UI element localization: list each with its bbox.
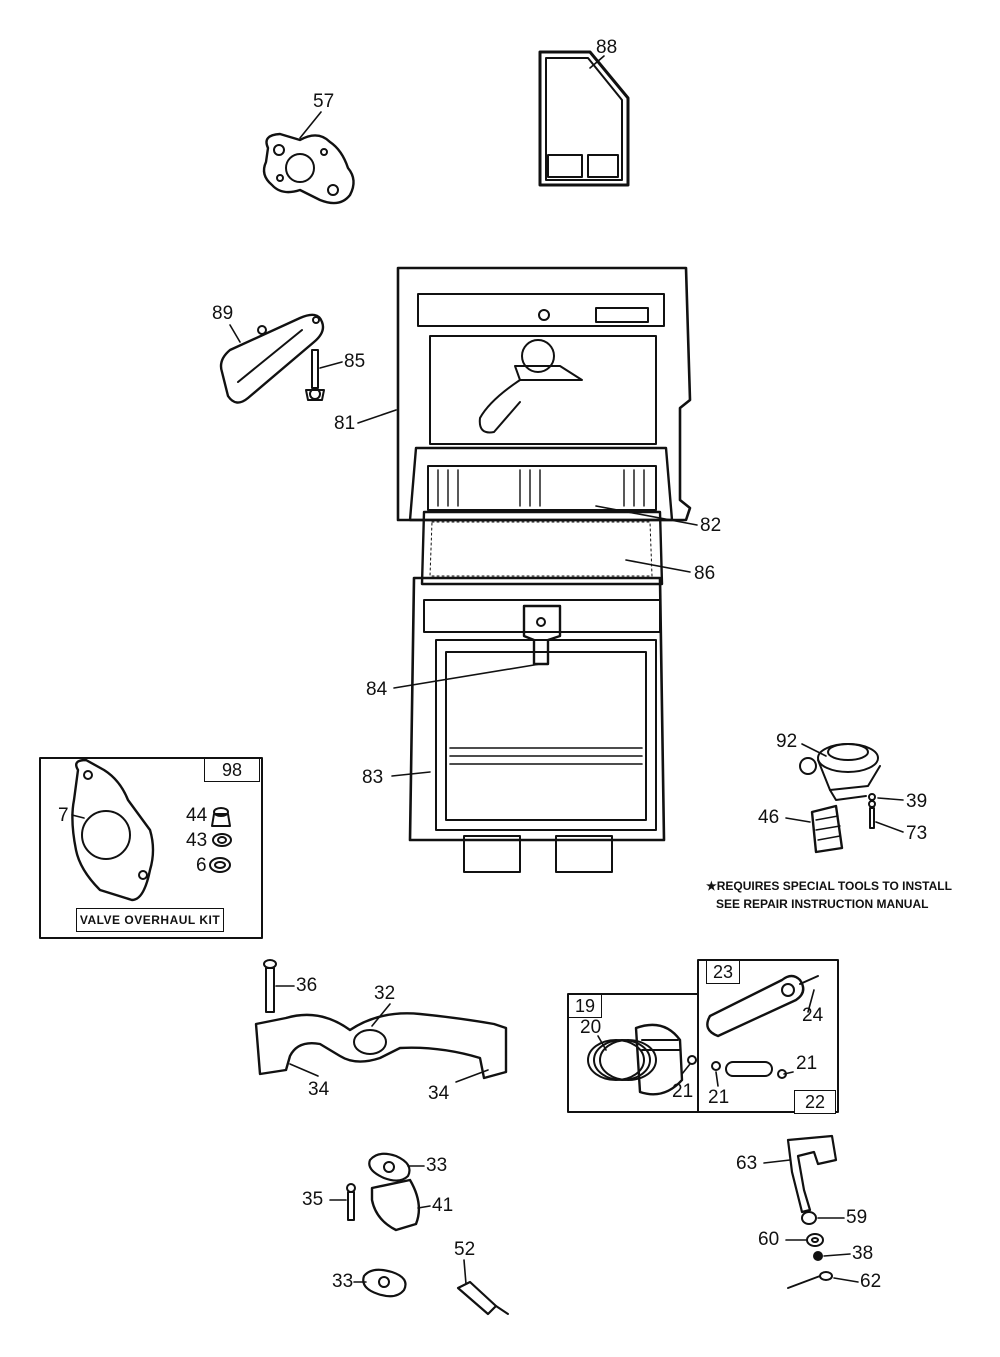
part-89-plate bbox=[219, 313, 325, 404]
callout-82: 82 bbox=[700, 515, 722, 536]
part-81-knob bbox=[478, 339, 583, 434]
callout-24: 24 bbox=[802, 1005, 824, 1026]
callout-57: 57 bbox=[313, 91, 335, 112]
part-73-screw bbox=[868, 800, 876, 829]
callout-36: 36 bbox=[296, 975, 318, 996]
callout-89: 89 bbox=[212, 303, 234, 324]
callout-21-pin-left: 21 bbox=[708, 1087, 730, 1108]
part-33-gasket-upper bbox=[368, 1152, 411, 1182]
callout-34-right: 34 bbox=[428, 1083, 450, 1104]
callout-20: 20 bbox=[580, 1017, 602, 1038]
callout-21-pin-right: 21 bbox=[796, 1053, 818, 1074]
part-24-rod bbox=[706, 974, 819, 1038]
callout-41: 41 bbox=[432, 1195, 454, 1216]
part-46-block bbox=[810, 804, 844, 854]
kit-22-number: 22 bbox=[794, 1090, 836, 1114]
callout-39: 39 bbox=[906, 791, 928, 812]
kit-98-number: 98 bbox=[204, 758, 260, 782]
part-62-pin bbox=[787, 1271, 833, 1289]
part-44-nut bbox=[211, 807, 231, 827]
callout-34-left: 34 bbox=[308, 1079, 330, 1100]
callout-92: 92 bbox=[776, 731, 798, 752]
leader-lines bbox=[71, 55, 904, 1285]
note-line-1: ★REQUIRES SPECIAL TOOLS TO INSTALL bbox=[706, 879, 952, 893]
part-85-bolt bbox=[305, 349, 325, 401]
part-81-air-cleaner-body bbox=[396, 266, 692, 522]
part-21-clip-a bbox=[687, 1055, 697, 1065]
callout-44: 44 bbox=[186, 805, 208, 826]
kit-98-frame bbox=[39, 757, 263, 939]
callout-63: 63 bbox=[736, 1153, 758, 1174]
callout-33-upper: 33 bbox=[426, 1155, 448, 1176]
kit-label: VALVE OVERHAUL KIT bbox=[76, 908, 224, 932]
part-7-gasket bbox=[71, 758, 155, 902]
part-32-manifold bbox=[254, 1012, 508, 1080]
callout-86: 86 bbox=[694, 563, 716, 584]
part-38-ball bbox=[813, 1251, 823, 1261]
callout-33-lower: 33 bbox=[332, 1271, 354, 1292]
callout-38: 38 bbox=[852, 1243, 874, 1264]
part-86-filter bbox=[420, 510, 664, 586]
part-33-gasket-lower bbox=[362, 1268, 407, 1298]
part-19-piston bbox=[634, 1023, 684, 1096]
part-82-precleaner bbox=[408, 446, 674, 522]
part-83-cover bbox=[408, 576, 666, 873]
part-52-spark-plug bbox=[456, 1280, 509, 1316]
part-35-bolt bbox=[346, 1183, 356, 1221]
callout-35: 35 bbox=[302, 1189, 324, 1210]
kit-19-number: 19 bbox=[568, 994, 602, 1018]
part-59-bushing bbox=[801, 1211, 817, 1225]
note-line-2: SEE REPAIR INSTRUCTION MANUAL bbox=[716, 897, 929, 911]
callout-81: 81 bbox=[334, 413, 356, 434]
callout-88: 88 bbox=[596, 37, 618, 58]
part-63-shaft bbox=[786, 1134, 838, 1214]
callout-84: 84 bbox=[366, 679, 388, 700]
callout-21-piston: 21 bbox=[672, 1081, 694, 1102]
part-60-washer bbox=[806, 1233, 824, 1247]
callout-73: 73 bbox=[906, 823, 928, 844]
part-20-rings bbox=[587, 1039, 657, 1081]
part-22-pin bbox=[711, 1061, 787, 1079]
part-6-ring bbox=[209, 857, 231, 873]
callout-59: 59 bbox=[846, 1207, 868, 1228]
part-88-gasket bbox=[538, 50, 630, 187]
callout-62: 62 bbox=[860, 1271, 882, 1292]
part-57-gasket bbox=[262, 132, 355, 205]
callout-6: 6 bbox=[196, 855, 207, 876]
callout-7: 7 bbox=[58, 805, 69, 826]
kit-23-frame bbox=[697, 959, 839, 1113]
part-39-washer bbox=[868, 793, 876, 801]
part-36-bolt bbox=[263, 959, 277, 1013]
callout-85: 85 bbox=[344, 351, 366, 372]
part-84-knob bbox=[522, 604, 562, 666]
kit-23-number: 23 bbox=[706, 960, 740, 984]
callout-83: 83 bbox=[362, 767, 384, 788]
callout-46: 46 bbox=[758, 807, 780, 828]
callout-43: 43 bbox=[186, 830, 208, 851]
callout-52: 52 bbox=[454, 1239, 476, 1260]
part-43-seal bbox=[212, 833, 232, 847]
part-92-assembly bbox=[799, 743, 881, 801]
callout-60: 60 bbox=[758, 1229, 780, 1250]
callout-32: 32 bbox=[374, 983, 396, 1004]
part-41-cover bbox=[370, 1178, 421, 1232]
